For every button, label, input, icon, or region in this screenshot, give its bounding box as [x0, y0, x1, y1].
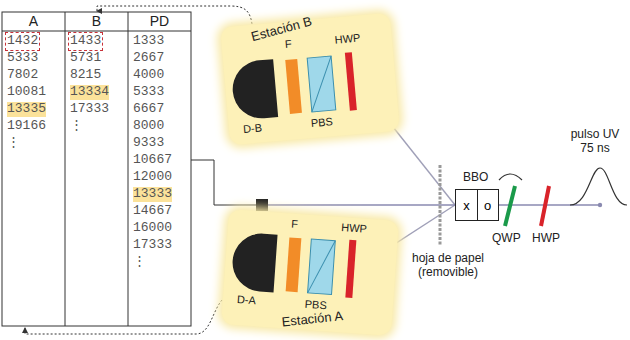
table-cell: 1432 [7, 34, 38, 49]
table-cell: 17333 [133, 238, 172, 253]
filter-symbol [286, 237, 302, 292]
photodiode-wire [191, 160, 256, 205]
axis-label: o [484, 198, 491, 213]
pbs-cube [307, 56, 336, 112]
column-header: A [2, 13, 65, 29]
table-cell: 9333 [133, 136, 164, 151]
table-grid [2, 12, 191, 326]
table-cell: 4000 [133, 68, 164, 83]
detector-symbol [230, 59, 278, 121]
component-label: PBS [304, 298, 327, 312]
table-cell: 13333 [133, 187, 172, 202]
table-cell: 5333 [7, 51, 38, 66]
table-cell: 5333 [133, 85, 164, 100]
table-cell: ⋮ [133, 255, 146, 270]
crystal-half: x [456, 190, 477, 220]
column-header: PD [128, 13, 191, 29]
pulse-label: pulso UV 75 ns [566, 128, 624, 156]
table-cell: ⋮ [70, 119, 83, 134]
component-label: PBS [310, 115, 333, 130]
table-cell: 10081 [7, 85, 46, 100]
table-cell: 13335 [7, 102, 46, 117]
axis-label: x [463, 198, 470, 213]
pulse-dot [598, 203, 602, 207]
table-cell: ⋮ [7, 136, 20, 151]
component-label: HWP [334, 31, 361, 46]
table-cell: 19166 [7, 119, 46, 134]
table-cell: 8215 [70, 68, 101, 83]
pbs-diagonal [308, 239, 336, 295]
crystal-name: BBO [463, 171, 488, 185]
qwp-plate [505, 186, 515, 226]
pbs-diagonal [307, 56, 336, 112]
bbo-crystal: BBOxo [455, 189, 499, 221]
detector-symbol [231, 232, 278, 293]
filter-symbol [285, 59, 302, 114]
crystal-half: o [477, 190, 498, 220]
column-header: B [65, 13, 128, 29]
rotation-arc [499, 174, 522, 180]
component-label: F [291, 218, 299, 231]
table-cell: 14667 [133, 204, 172, 219]
table-cell: 10667 [133, 153, 172, 168]
hwp-plate [541, 186, 549, 226]
crystal-divider [477, 190, 478, 220]
table-cell: 1433 [70, 34, 101, 49]
component-label: D-A [237, 293, 257, 307]
signal-wires [25, 6, 252, 334]
table-cell: 8000 [133, 119, 164, 134]
station-heading: Estación B [250, 14, 314, 45]
table-cell: 1333 [133, 34, 164, 49]
component-label: HWP [341, 221, 367, 235]
paper-sheet [439, 165, 442, 245]
table-cell: 13334 [70, 85, 109, 100]
component-label: D-B [243, 121, 263, 135]
uv-pulse [570, 168, 627, 205]
component-label: HWP [532, 232, 560, 246]
paper-label: hoja de papel (removible) [398, 252, 498, 280]
table-cell: 16000 [133, 221, 172, 236]
table-cell: 17333 [70, 102, 109, 117]
photodiode [256, 199, 268, 211]
hwp-plate [345, 240, 356, 298]
pump-beam [268, 204, 600, 206]
table-cell: 12000 [133, 170, 172, 185]
component-label: F [284, 37, 292, 50]
hwp-plate [345, 52, 357, 110]
table-cell: 6667 [133, 102, 164, 117]
table-cell: 7802 [7, 68, 38, 83]
table-cell: 5731 [70, 51, 101, 66]
component-label: QWP [492, 232, 521, 246]
table-cell: 2667 [133, 51, 164, 66]
station-heading: Estación A [281, 309, 344, 330]
detection-station: Estación A D-A F HWP PBS [221, 209, 399, 336]
detection-station: Estación B D-B F PBS HWP [220, 13, 400, 145]
pbs-cube [308, 239, 336, 295]
